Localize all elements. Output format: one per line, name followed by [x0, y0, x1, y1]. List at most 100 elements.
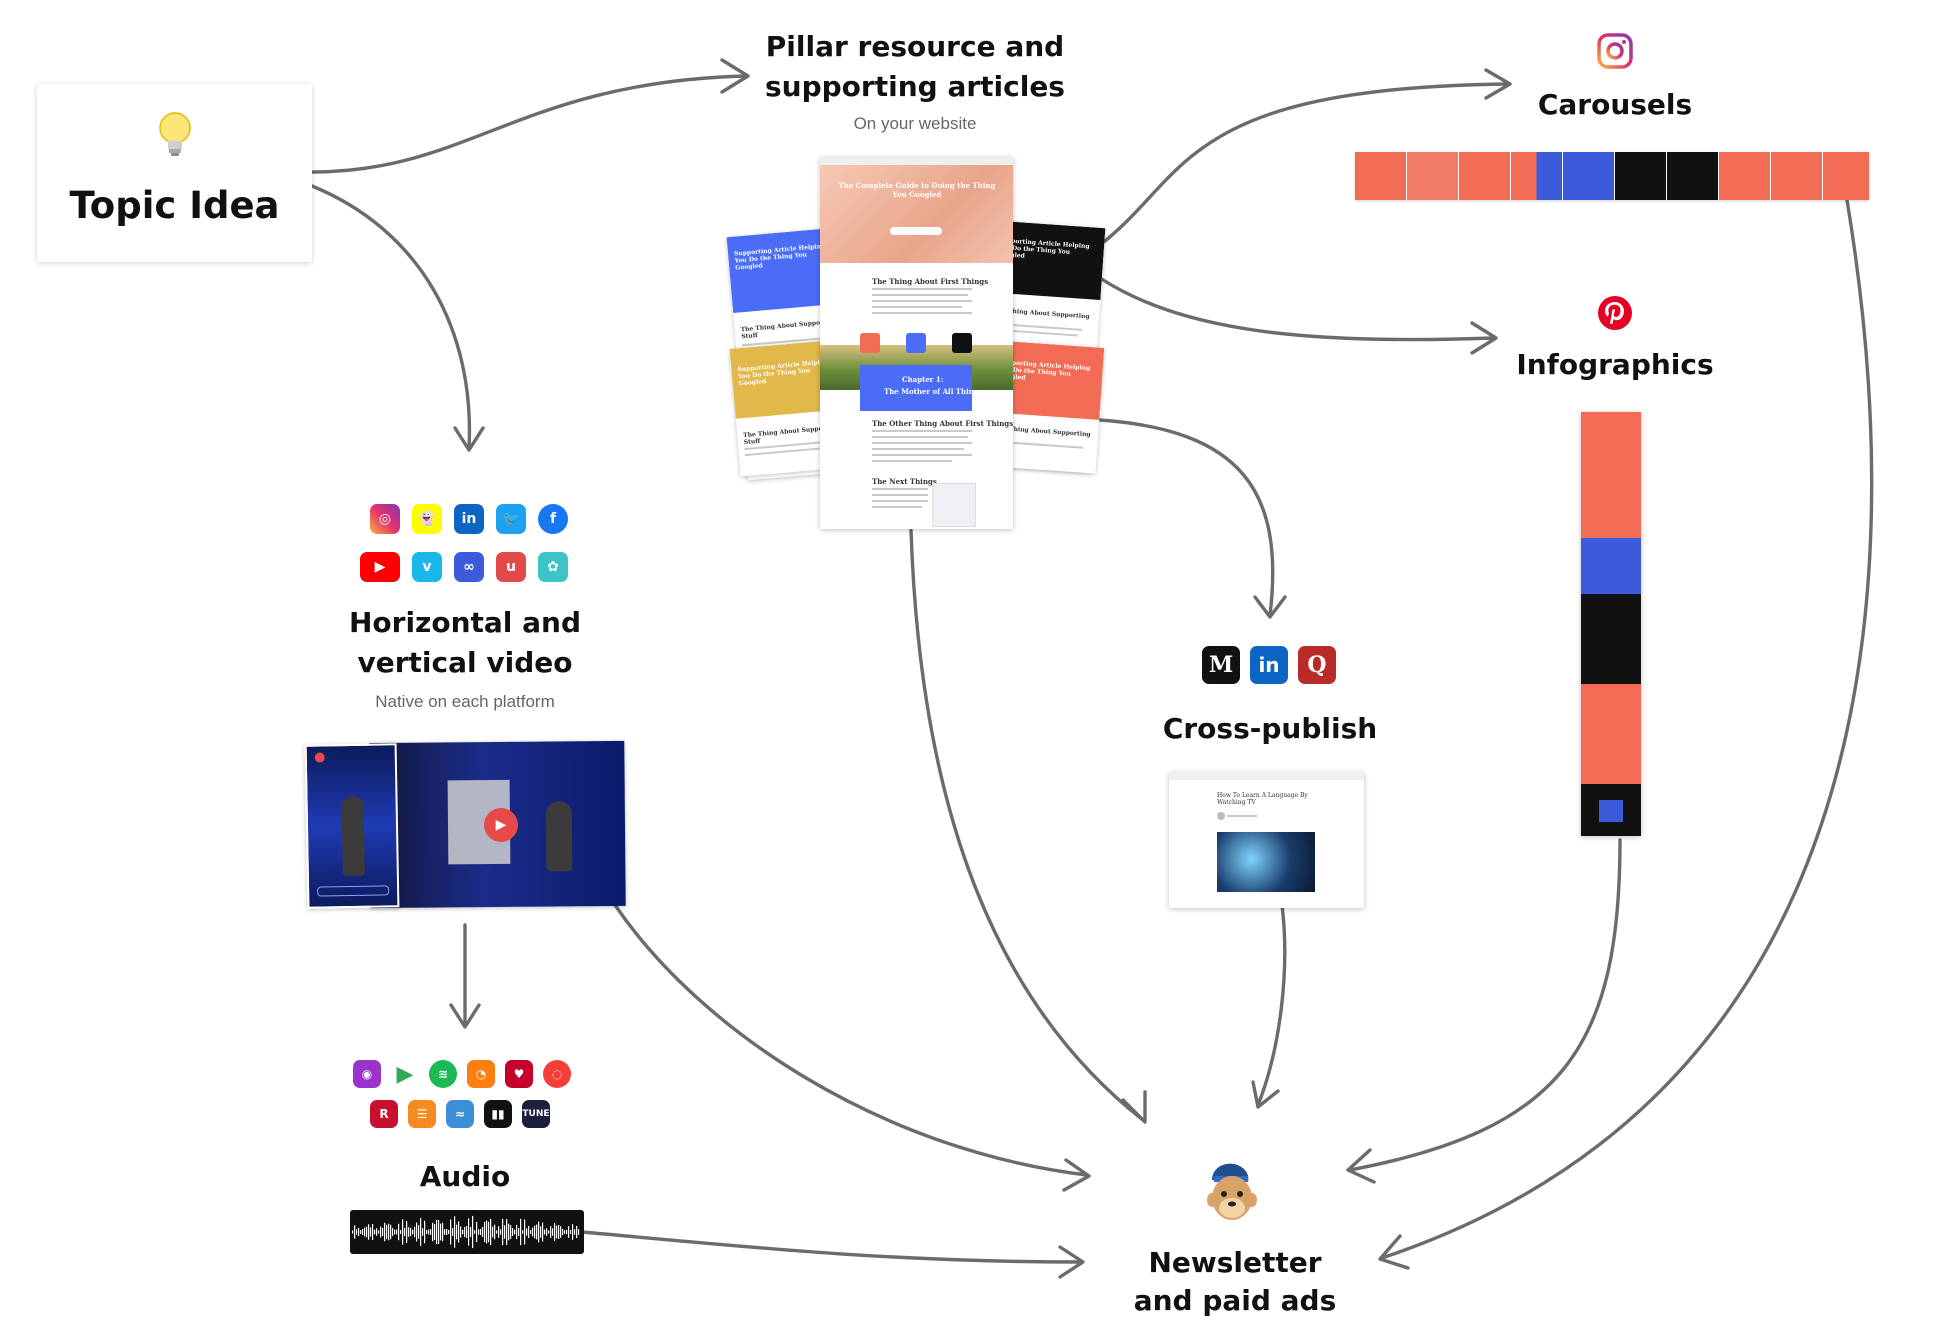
waveform-bar [444, 1229, 446, 1235]
arrow-carousels-to-newsletter [1380, 198, 1874, 1260]
waveform-bar [456, 1224, 458, 1240]
waveform-bar [510, 1225, 512, 1239]
waveform-bar [418, 1225, 420, 1239]
waveform-bar [526, 1228, 528, 1236]
waveform-bar [434, 1223, 436, 1241]
audio-waveform[interactable] [350, 1210, 584, 1254]
topic-idea-title: Topic Idea [69, 184, 280, 227]
arrow-pillar-to-crosspublish [1098, 418, 1275, 617]
waveform-bar [354, 1225, 356, 1239]
waveform-bar [402, 1219, 404, 1245]
waveform-bar [406, 1221, 408, 1243]
waveform-bar [364, 1227, 366, 1237]
waveform-bar [358, 1228, 360, 1236]
waveform-bar [460, 1226, 462, 1238]
crosspublish-article-thumbnail: How To Learn A Language By Watching TV [1169, 772, 1364, 908]
waveform-bar [546, 1228, 548, 1236]
waveform-bar [548, 1230, 550, 1234]
pillar-title-line1: Pillar resource and [765, 30, 1065, 63]
linkedin-icon: in [454, 504, 484, 534]
infographic-thumbnail [1581, 412, 1641, 836]
waveform-bar [374, 1229, 376, 1235]
waveform-bar [578, 1229, 580, 1235]
waveform-bar [550, 1226, 552, 1238]
vertical-video-thumbnail[interactable] [304, 743, 400, 909]
waveform-bar [466, 1226, 468, 1238]
waveform-bar [426, 1230, 428, 1234]
instagram-icon [1597, 33, 1633, 69]
waveform-bar [536, 1224, 538, 1240]
waveform-bar [576, 1225, 578, 1239]
waveform-bar [380, 1226, 382, 1238]
rss-icon: ☰ [408, 1100, 436, 1128]
waveform-bar [492, 1226, 494, 1238]
waveform-bar [438, 1220, 440, 1244]
waveform-bar [396, 1229, 398, 1235]
lightbulb-icon [155, 110, 195, 160]
horizontal-video-thumbnail[interactable]: ▶ [369, 740, 626, 909]
arrow-pillar-to-newsletter [909, 528, 1145, 1122]
waveform-bar [458, 1221, 460, 1243]
quora-icon: Q [1298, 646, 1336, 684]
waveform-bar [532, 1227, 534, 1237]
arrowhead-topic-to-pillar [720, 58, 750, 94]
igtv-icon: ∞ [454, 552, 484, 582]
waveform-bar [454, 1216, 456, 1248]
waveform-bar [430, 1229, 432, 1235]
waveform-bar [422, 1228, 424, 1236]
waveform-bar [420, 1218, 422, 1246]
arrowhead-video-to-audio [449, 1003, 481, 1029]
waveform-bar [544, 1229, 546, 1235]
waveform-bar [562, 1228, 564, 1236]
pocket-casts-icon: ◌ [543, 1060, 571, 1088]
arrow-infographics-to-newsletter [1348, 838, 1622, 1172]
waveform-bar [362, 1229, 364, 1235]
waveform-bar [574, 1229, 576, 1235]
waveform-bar [528, 1226, 530, 1238]
play-button-icon[interactable]: ▶ [483, 807, 519, 843]
waveform-bar [428, 1229, 430, 1235]
waveform-bar [470, 1227, 472, 1237]
carousel-strip [1355, 152, 1869, 200]
waveform-bar [404, 1228, 406, 1236]
video-subtitle: Native on each platform [375, 692, 555, 711]
waveform-bar [468, 1218, 470, 1246]
waveform-bar [502, 1218, 504, 1246]
pinterest-icon [1597, 295, 1633, 331]
pillar-section3: The Next Things [872, 477, 937, 486]
radiopublic-icon: R [370, 1100, 398, 1128]
arrow-topic-to-video [310, 184, 472, 450]
waveform-bar [388, 1223, 390, 1241]
waveform-bar [490, 1218, 492, 1246]
waveform-bar [496, 1230, 498, 1234]
crosspublish-title: Cross-publish [1162, 712, 1378, 745]
waveform-bar [378, 1230, 380, 1234]
arrowhead-pillar-to-crosspublish [1253, 595, 1287, 619]
waveform-bar [392, 1228, 394, 1236]
pillar-chapter-title: The Mother of All Things [884, 387, 983, 396]
arrowhead-audio-to-newsletter [1058, 1245, 1085, 1279]
waveform-bar [452, 1228, 454, 1236]
linkedin-icon: in [1250, 646, 1288, 684]
waveform-bar [448, 1229, 450, 1235]
mailchimp-icon [1202, 1160, 1262, 1226]
waveform-bar [572, 1224, 574, 1240]
waveform-bar [566, 1229, 568, 1235]
waveform-bar [522, 1230, 524, 1234]
waveform-bar [484, 1221, 486, 1243]
arrow-topic-to-pillar [310, 74, 748, 174]
arrow-pillar-to-carousels [1098, 82, 1510, 247]
waveform-bar [360, 1230, 362, 1234]
waveform-bar [416, 1222, 418, 1242]
waveform-bar [400, 1230, 402, 1234]
waveform-bar [474, 1230, 476, 1234]
deezer-icon: ▮▮ [484, 1100, 512, 1128]
waveform-bar [558, 1224, 560, 1240]
waveform-bar [408, 1227, 410, 1237]
arrowhead-pillar-to-carousels [1484, 68, 1512, 100]
waveform-bar [508, 1223, 510, 1241]
arrowhead-infographics-to-newsletter [1346, 1148, 1376, 1184]
video-title-line1: Horizontal and [348, 606, 582, 639]
waveform-bar [476, 1221, 478, 1243]
